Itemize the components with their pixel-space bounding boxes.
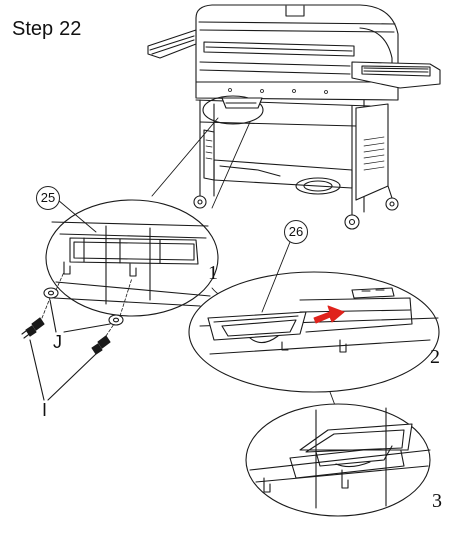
step-number: 22	[59, 18, 82, 40]
detail-2-view	[189, 242, 439, 392]
sub-step-2-number: 2	[430, 346, 440, 368]
screw-label: I	[42, 400, 48, 420]
step-label: Step	[12, 18, 54, 40]
callout-grease-tray-frame: 25	[36, 186, 60, 210]
zoom-leader-lines	[152, 118, 250, 208]
hardware-parts	[22, 272, 132, 400]
grill-overview-drawing	[148, 5, 440, 229]
sub-step-3-number: 3	[432, 490, 442, 512]
detail-1-view	[46, 200, 218, 316]
insert-direction-arrow	[314, 306, 344, 323]
callout-grease-tray: 26	[284, 220, 308, 244]
detail-3-view	[246, 404, 430, 516]
washer-label: J	[53, 332, 62, 352]
sub-step-1-number: 1	[208, 262, 218, 284]
